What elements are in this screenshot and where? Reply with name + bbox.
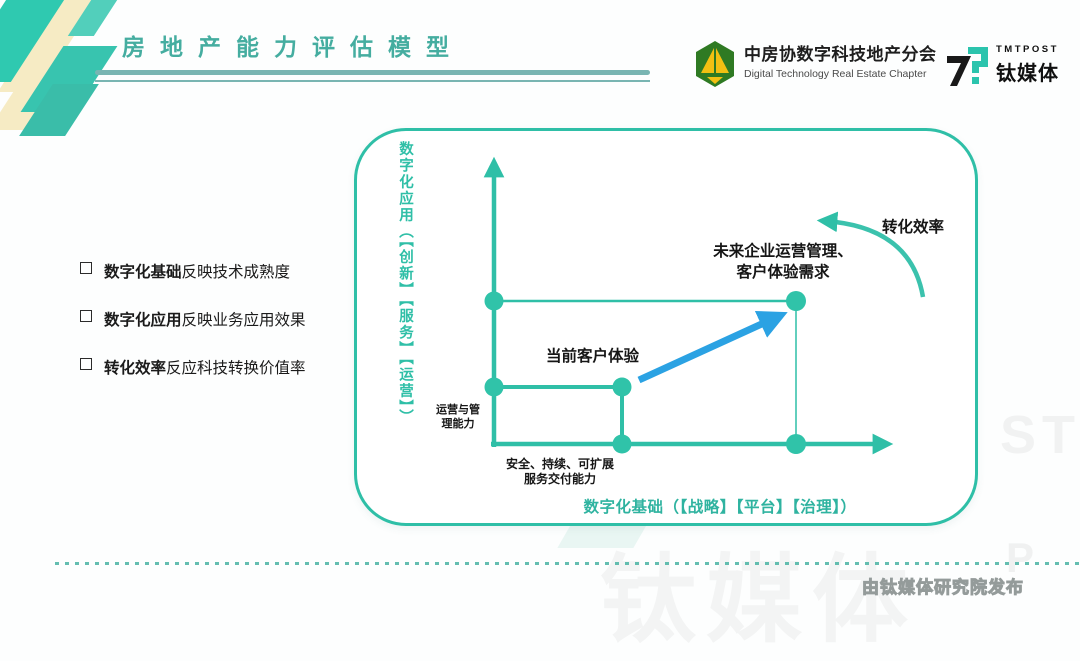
title-underline-thin — [95, 80, 650, 82]
tmtpost-monogram-icon — [944, 44, 990, 95]
association-name: 中房协数字科技地产分会 — [744, 45, 937, 64]
list-item: 数字化应用反映业务应用效果 — [80, 308, 306, 330]
conversion-curve-arrow — [816, 211, 926, 298]
tmtpost-wordmark: TMTPOST — [996, 44, 1059, 55]
square-bullet-icon — [80, 310, 92, 322]
node-dot-current — [612, 377, 632, 397]
publisher-credit: 由钛媒体研究院发布 — [862, 578, 1024, 598]
bullet-term: 数字化应用 — [104, 312, 182, 329]
x-axis-label: 数字化基础（【战略】【平台】【治理】） — [583, 499, 857, 516]
operations-capability-label: 运营与管 理能力 — [436, 404, 480, 430]
list-item: 转化效率反应科技转换价值率 — [80, 356, 306, 378]
bullet-term: 数字化基础 — [104, 264, 182, 281]
square-bullet-icon — [80, 262, 92, 274]
association-logo: 中房协数字科技地产分会 Digital Technology Real Esta… — [694, 40, 937, 93]
tmtpost-logo: TMTPOST 钛媒体 — [944, 44, 1059, 95]
node-dot — [484, 291, 504, 311]
watermark-st-text: ST — [1000, 405, 1080, 465]
growth-arrow — [637, 310, 788, 384]
service-delivery-label: 安全、持续、可扩展 服务交付能力 — [505, 457, 614, 486]
title-underline-thick — [95, 70, 650, 75]
watermark-app-text: P — [1006, 534, 1035, 581]
node-dot — [786, 434, 806, 454]
association-hexagon-icon — [694, 40, 736, 93]
y-axis-label: 数字化应用（【创新】【服务】【运营】） — [397, 141, 413, 426]
association-subtitle: Digital Technology Real Estate Chapter — [744, 68, 927, 80]
footer-dotted-divider — [55, 562, 1080, 565]
list-item: 数字化基础反映技术成熟度 — [80, 260, 306, 282]
diagram-canvas — [483, 156, 926, 455]
tmtpost-name-cn: 钛媒体 — [996, 63, 1059, 85]
bullet-desc: 反映技术成熟度 — [181, 264, 291, 281]
node-dot — [612, 434, 632, 454]
future-demand-label: 未来企业运营管理、 客户体验需求 — [713, 243, 853, 281]
conversion-efficiency-label: 转化效率 — [881, 219, 944, 236]
node-dot — [484, 377, 504, 397]
square-bullet-icon — [80, 358, 92, 370]
current-experience-label: 当前客户体验 — [545, 348, 639, 365]
bullet-desc: 反映业务应用效果 — [181, 312, 306, 329]
node-dot-future — [786, 291, 806, 311]
page-title: 房地产能力评估模型 — [122, 34, 464, 60]
bullet-list: 数字化基础反映技术成熟度 数字化应用反映业务应用效果 转化效率反应科技转换价值率 — [80, 260, 306, 378]
bullet-term: 转化效率 — [104, 360, 167, 377]
bullet-desc: 反应科技转换价值率 — [166, 360, 306, 377]
capability-model-diagram: 数字化应用（【创新】【服务】【运营】） 转化效率 未来企业运营管 — [354, 128, 978, 526]
